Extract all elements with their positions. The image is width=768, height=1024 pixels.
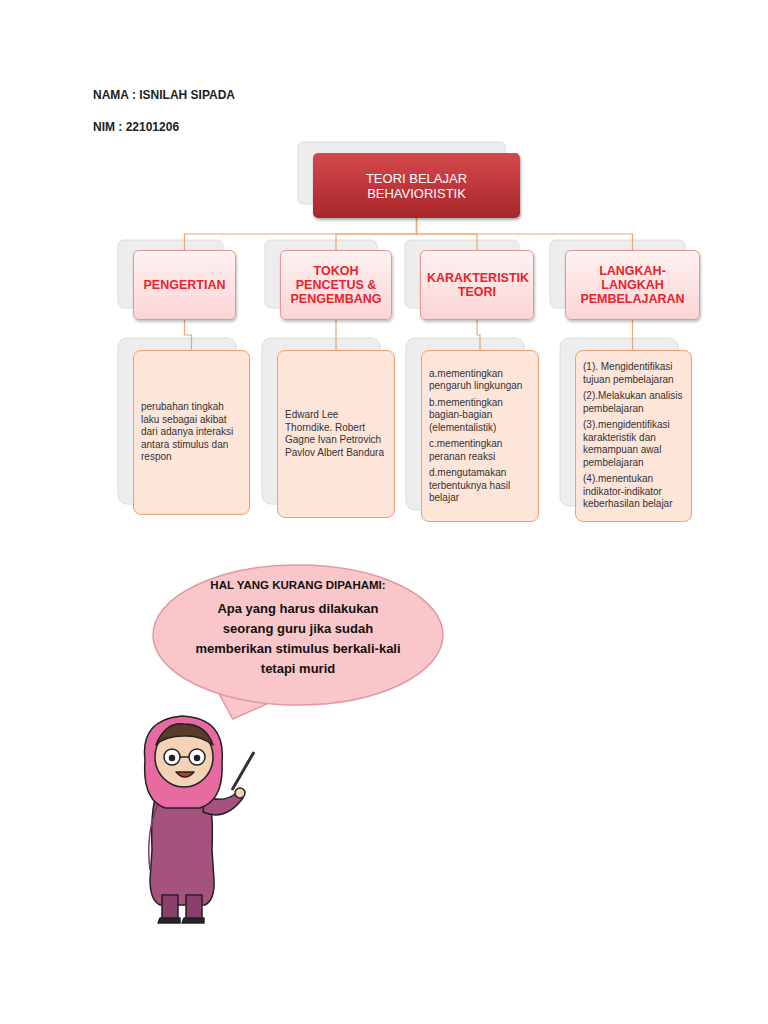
content-box: Edward Lee Thorndike. Robert Gagne Ivan … bbox=[277, 350, 395, 518]
node-text: b.mementingkan bagian-bagian (elementali… bbox=[429, 397, 531, 435]
header-label: NIM : 22101206 bbox=[93, 120, 179, 134]
content-box: (1). Mengidentifikasi tujuan pembelajara… bbox=[575, 350, 692, 522]
node-text: a.mementingkan pengaruh lingkungan bbox=[429, 368, 531, 393]
category-box: KARAKTERISTIK TEORI bbox=[420, 250, 534, 320]
connector-line bbox=[185, 218, 417, 250]
connector-line bbox=[477, 320, 480, 350]
bubble-ellipse bbox=[153, 565, 443, 705]
node-text: (3).mengidentifikasi karakteristik dan k… bbox=[583, 419, 684, 469]
category-box: TOKOH PENCETUS & PENGEMBANG bbox=[280, 250, 392, 320]
category-box: LANGKAH-LANGKAH PEMBELAJARAN bbox=[565, 250, 700, 320]
content-box: perubahan tingkah laku sebagai akibat da… bbox=[133, 350, 250, 515]
connector-line bbox=[185, 320, 192, 350]
node-text: TEORI BELAJAR BEHAVIORISTIK bbox=[323, 171, 510, 201]
node-text: LANGKAH-LANGKAH PEMBELAJARAN bbox=[572, 264, 693, 306]
node-text: TOKOH PENCETUS & PENGEMBANG bbox=[287, 264, 385, 306]
teacher-illustration bbox=[144, 716, 254, 923]
node-text: KARAKTERISTIK TEORI bbox=[427, 271, 527, 299]
node-text: PENGERTIAN bbox=[140, 278, 229, 292]
header-label: NAMA : ISNILAH SIPADA bbox=[93, 88, 235, 102]
node-text: (1). Mengidentifikasi tujuan pembelajara… bbox=[583, 361, 684, 386]
category-box: PENGERTIAN bbox=[133, 250, 236, 320]
connector-line bbox=[417, 218, 633, 250]
bubble-body: Apa yang harus dilakukan seorang guru ji… bbox=[193, 599, 403, 680]
connector-line bbox=[336, 218, 417, 250]
node-text: (4).menentukan indikator-indikator keber… bbox=[583, 473, 684, 511]
connector-line bbox=[632, 320, 633, 350]
node-text: d.mengutamakan terbentuknya hasil belaja… bbox=[429, 467, 531, 505]
speech-bubble: HAL YANG KURANG DIPAHAMI: Apa yang harus … bbox=[153, 565, 443, 705]
node-text: c.mementingkan peranan reaksi bbox=[429, 438, 531, 463]
connector-line bbox=[335, 320, 336, 350]
root-box: TEORI BELAJAR BEHAVIORISTIK bbox=[313, 153, 520, 218]
node-text: perubahan tingkah laku sebagai akibat da… bbox=[141, 401, 242, 464]
content-box: a.mementingkan pengaruh lingkungan b.meme… bbox=[421, 350, 539, 522]
node-text: (2).Melakukan analisis pembelajaran bbox=[583, 390, 684, 415]
node-text: Edward Lee Thorndike. Robert Gagne Ivan … bbox=[285, 409, 387, 459]
bubble-heading: HAL YANG KURANG DIPAHAMI: bbox=[193, 579, 403, 591]
